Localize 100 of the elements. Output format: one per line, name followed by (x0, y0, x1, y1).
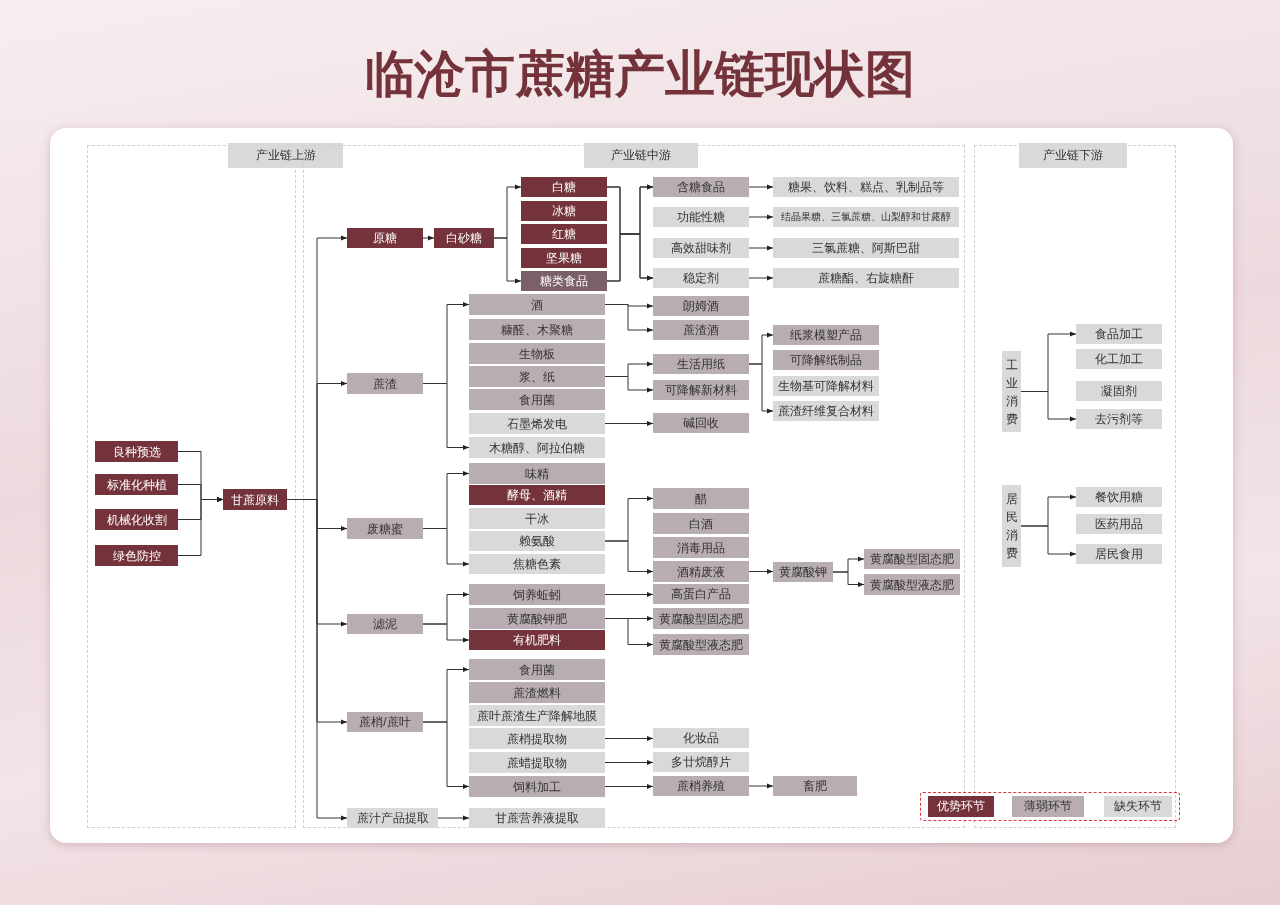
process-box: 白砂糖 (434, 228, 494, 248)
column-header: 产业链下游 (1019, 143, 1127, 168)
title: 临沧市蔗糖产业链现状图 (365, 45, 915, 104)
process-box: 甘蔗营养液提取 (469, 808, 605, 828)
legend-item: 薄弱环节 (1012, 796, 1084, 817)
process-box: 黄腐酸型液态肥 (653, 634, 749, 655)
connector-arrow (177, 497, 224, 556)
process-box: 酒精废液 (653, 561, 749, 582)
connector-arrow (606, 233, 654, 282)
connector-arrow (604, 618, 654, 647)
process-box: 三氯蔗糖、阿斯巴甜 (773, 238, 959, 258)
column-header: 产业链上游 (228, 143, 343, 168)
process-box: 黄腐酸型液态肥 (864, 574, 960, 595)
process-box: 机械化收割 (95, 509, 178, 530)
process-box: 畜肥 (773, 776, 857, 796)
process-box: 高效甜味剂 (653, 238, 749, 258)
connector-arrow (604, 421, 654, 426)
process-box: 结晶果糖、三氯蔗糖、山梨醇和甘露醇 (773, 207, 959, 227)
process-box: 浆、纸 (469, 366, 605, 387)
connector-arrow (832, 571, 865, 587)
process-box: 蔗梢/蔗叶 (347, 712, 423, 732)
process-box: 蔗渣酒 (653, 320, 749, 340)
process-box: 食用菌 (469, 389, 605, 410)
process-box: 蔗叶蔗渣生产降解地膜 (469, 705, 605, 726)
connector-arrow (604, 760, 654, 765)
connector-arrow (748, 569, 774, 574)
process-box: 食用菌 (469, 659, 605, 680)
process-box: 蔗蜡提取物 (469, 752, 605, 773)
connector-arrow (748, 214, 774, 220)
connector-arrow (422, 721, 470, 789)
process-box: 酵母、酒精 (469, 485, 605, 505)
category-box: 工业消费 (1002, 351, 1021, 432)
category-box: 居民消费 (1002, 485, 1021, 567)
connector-arrow (437, 815, 470, 821)
process-box: 碱回收 (653, 413, 749, 433)
process-box: 生活用纸 (653, 354, 749, 374)
process-box: 坚果糖 (521, 248, 607, 268)
connector-arrow (748, 184, 774, 190)
process-box: 饲料加工 (469, 776, 605, 797)
process-box: 滤泥 (347, 614, 423, 634)
process-box: 红糖 (521, 224, 607, 244)
process-box: 食品加工 (1076, 324, 1162, 344)
process-box: 白糖 (521, 177, 607, 197)
legend-item: 优势环节 (928, 796, 994, 817)
process-box: 焦糖色素 (469, 554, 605, 574)
process-box: 含糖食品 (653, 177, 749, 197)
process-box: 冰糖 (521, 201, 607, 221)
process-box: 消毒用品 (653, 537, 749, 558)
process-box: 黄腐酸型固态肥 (653, 608, 749, 629)
process-box: 医药用品 (1076, 514, 1162, 534)
process-box: 醋 (653, 488, 749, 509)
connector-arrow (748, 783, 774, 789)
process-box: 标准化种植 (95, 474, 178, 495)
connector-arrow (604, 592, 654, 597)
process-box: 蔗梢养殖 (653, 776, 749, 796)
process-box: 黄腐酸钾 (773, 562, 833, 582)
process-box: 化妆品 (653, 728, 749, 748)
process-box: 居民食用 (1076, 544, 1162, 564)
process-box: 功能性糖 (653, 207, 749, 227)
process-box: 化工加工 (1076, 349, 1162, 369)
process-box: 生物板 (469, 343, 605, 364)
process-box: 绿色防控 (95, 545, 178, 566)
connector-arrow (748, 275, 774, 281)
process-box: 蔗梢提取物 (469, 728, 605, 749)
process-box: 可降解新材料 (653, 380, 749, 400)
process-box: 可降解纸制品 (773, 350, 879, 370)
process-box: 木糖醇、阿拉伯糖 (469, 437, 605, 458)
connector-arrow (748, 245, 774, 251)
process-box: 生物基可降解材料 (773, 376, 879, 396)
process-box: 白酒 (653, 513, 749, 534)
connector-arrow (422, 623, 470, 643)
process-box: 纸浆模塑产品 (773, 325, 879, 345)
connector-arrow (493, 237, 522, 284)
process-box: 稳定剂 (653, 268, 749, 288)
process-box: 味精 (469, 463, 605, 484)
process-box: 去污剂等 (1076, 409, 1162, 429)
process-box: 糠醛、木聚糖 (469, 319, 605, 340)
column-header: 产业链中游 (584, 143, 698, 168)
process-box: 干冰 (469, 508, 605, 529)
process-box: 凝固剂 (1076, 381, 1162, 401)
process-box: 饲养蚯蚓 (469, 584, 605, 605)
connector-arrow (748, 363, 774, 414)
process-box: 黄腐酸钾肥 (469, 608, 605, 629)
process-box: 高蛋白产品 (653, 584, 749, 604)
process-box: 蔗渣 (347, 373, 423, 394)
process-box: 多廿烷醇片 (653, 752, 749, 772)
process-box: 赖氨酸 (469, 531, 605, 551)
process-box: 朗姆酒 (653, 296, 749, 316)
process-box: 蔗汁产品提取 (347, 808, 438, 828)
process-box: 糖类食品 (521, 271, 607, 291)
connector-arrow (604, 784, 654, 789)
process-box: 蔗渣燃料 (469, 682, 605, 703)
process-box: 蔗渣纤维复合材料 (773, 401, 879, 421)
connector-arrow (604, 540, 654, 574)
process-box: 餐饮用糖 (1076, 487, 1162, 507)
connector-arrow (422, 235, 435, 241)
process-box: 黄腐酸型固态肥 (864, 549, 960, 569)
process-box: 有机肥料 (469, 630, 605, 650)
process-box: 原糖 (347, 228, 423, 248)
process-box: 甘蔗原料 (223, 489, 287, 510)
